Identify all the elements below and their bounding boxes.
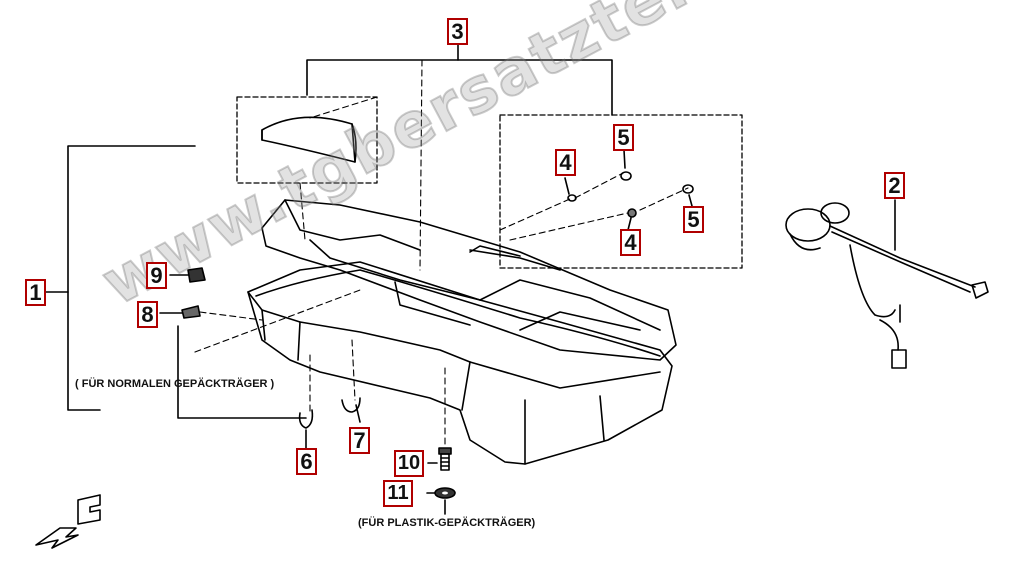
note-plastic-rack: (FÜR PLASTIK-GEPÄCKTRÄGER) [358,517,536,529]
callout-2: 2 [884,172,905,199]
bolt-10 [438,447,452,471]
bracket-1 [44,145,196,411]
luggage-box-lid [261,199,677,361]
callout-3: 3 [447,18,468,45]
callout-4-lower: 4 [620,229,641,256]
clip-8 [181,305,201,319]
luggage-box-tray [247,261,673,465]
hook-7 [341,397,361,413]
callout-5-lower: 5 [683,206,704,233]
callout-6: 6 [296,448,317,475]
part-2-assembly [785,202,989,369]
note-normal-rack: ( FÜR NORMALEN GEPÄCKTRÄGER ) [75,378,275,390]
detail-box-grommets [499,114,743,269]
hook-6 [298,409,314,429]
callout-9: 9 [146,262,167,289]
callout-10: 10 [394,450,424,477]
callout-8: 8 [137,301,158,328]
callout-11: 11 [383,480,413,507]
nut-9 [187,267,206,283]
callout-7: 7 [349,427,370,454]
callout-1: 1 [25,279,46,306]
callout-5-upper: 5 [613,124,634,151]
grommet-parts [567,171,694,218]
callout-4-upper: 4 [555,149,576,176]
forward-arrow-icon [35,494,101,549]
detail-box-pad [236,96,378,184]
seat-pad-part [261,116,357,163]
bracket-3 [306,43,613,116]
